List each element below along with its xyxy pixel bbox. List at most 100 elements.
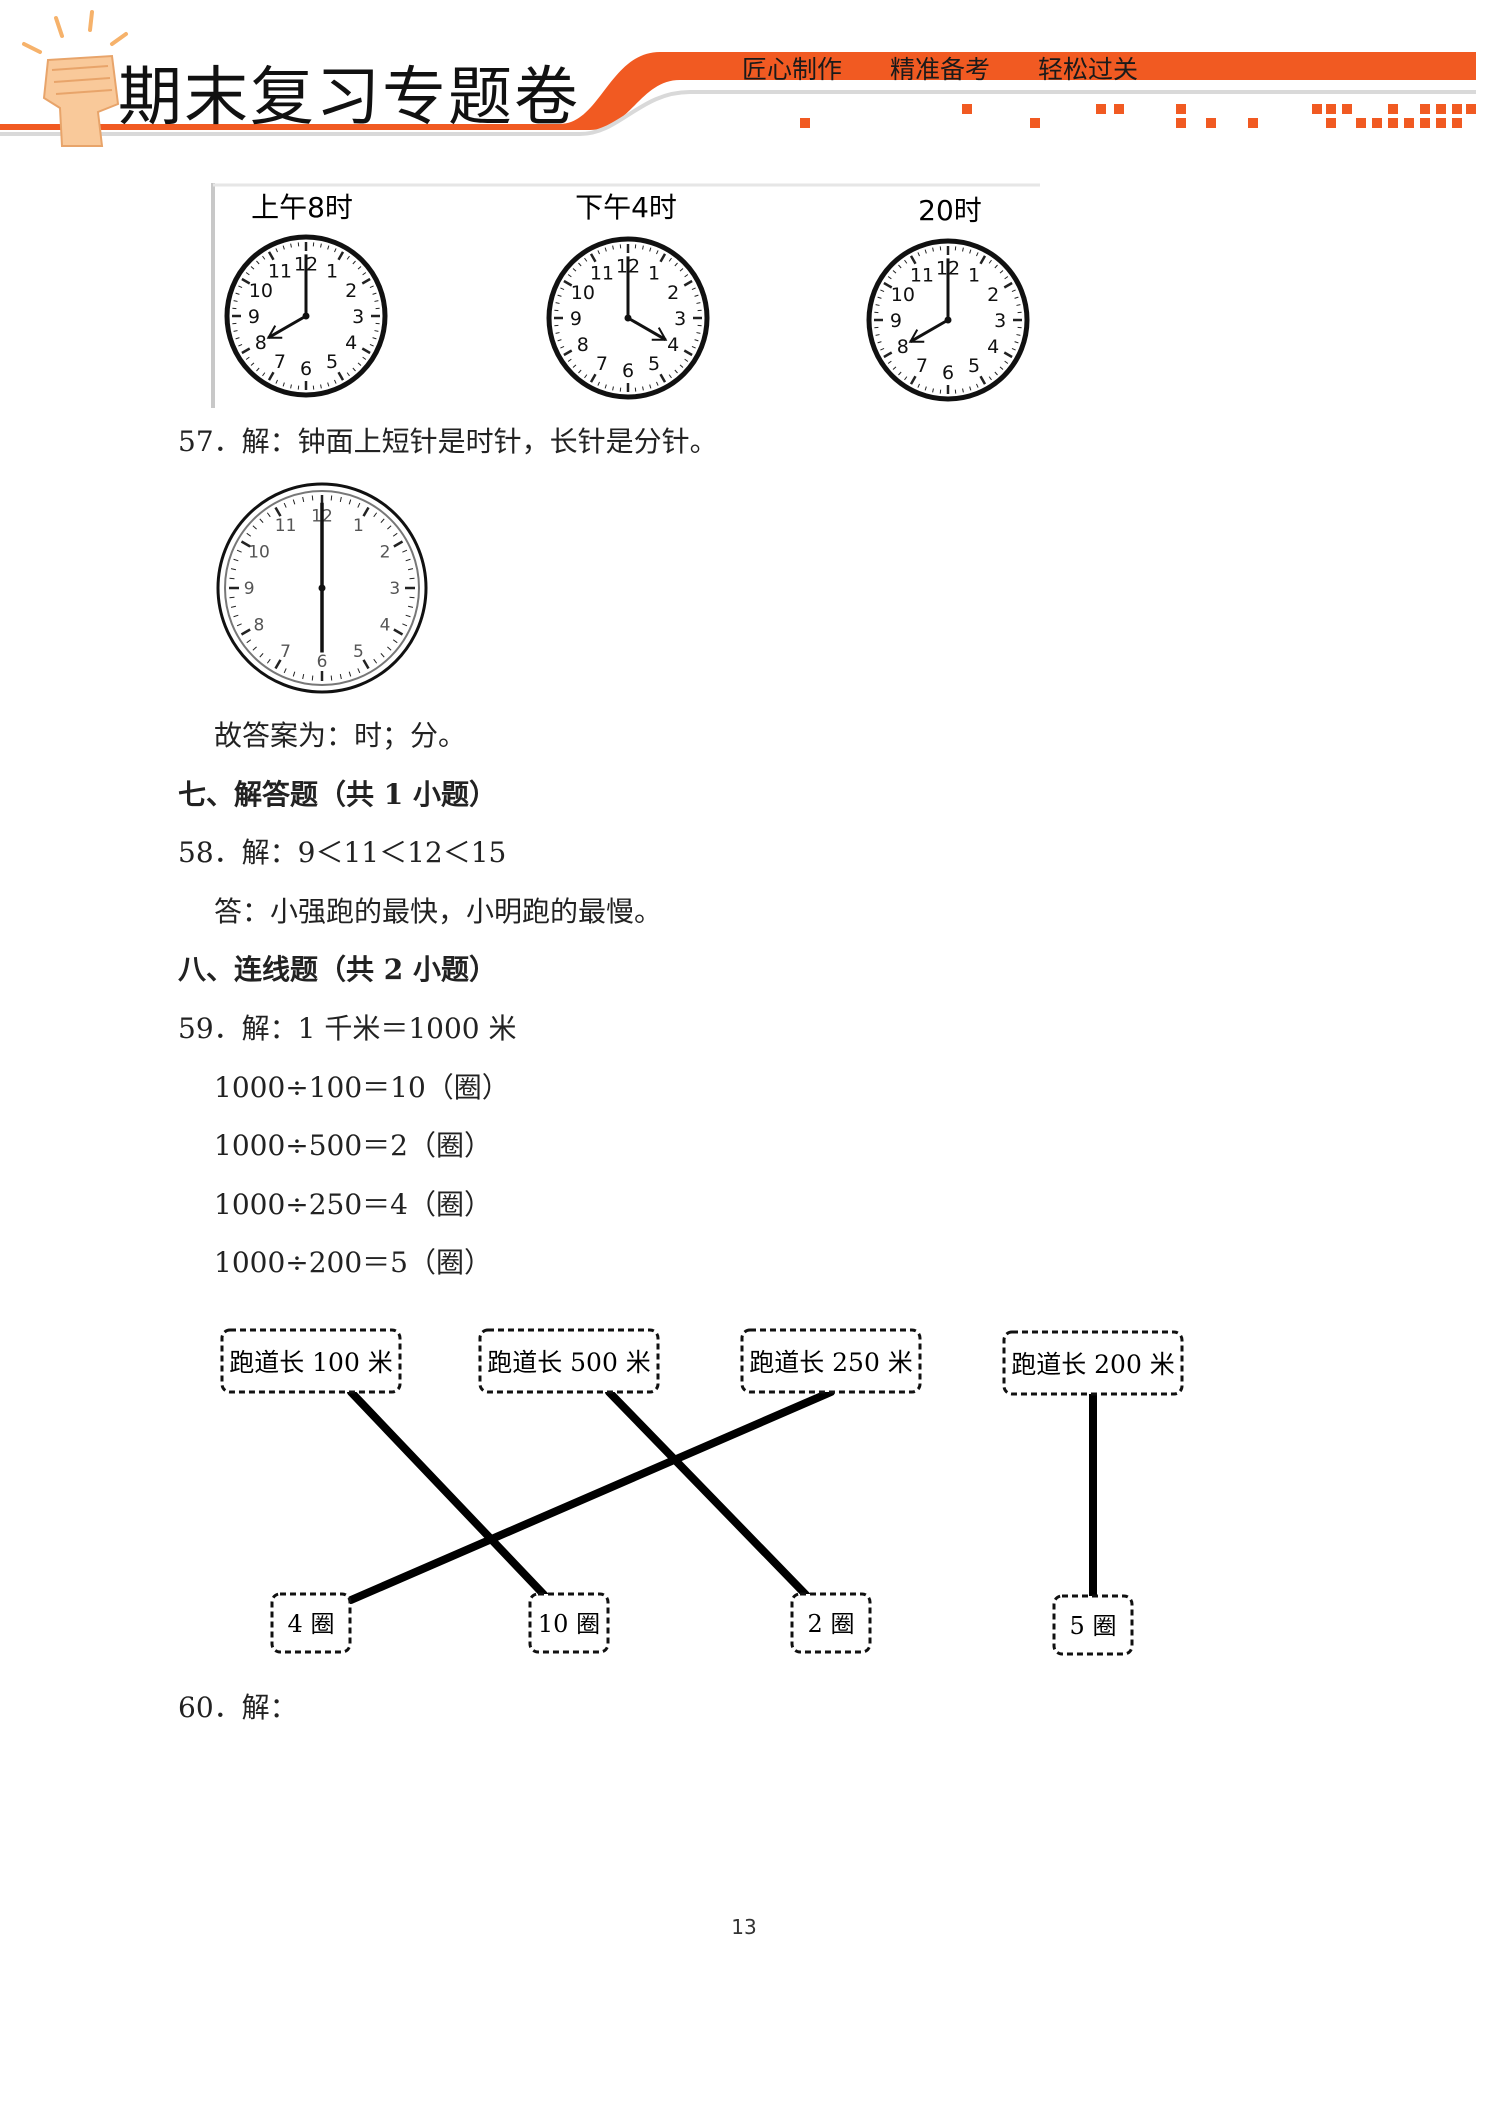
clock-tick xyxy=(917,383,920,388)
clock-tick xyxy=(988,376,992,381)
clock-tick xyxy=(555,332,560,334)
clock-tick xyxy=(924,249,927,254)
clock-tick xyxy=(683,349,693,357)
answer-clock: 121234567891011 xyxy=(212,478,432,698)
clock-numeral: 6 xyxy=(317,652,328,672)
clock-tick xyxy=(684,358,689,362)
clock-tick xyxy=(994,371,998,376)
clock-numeral: 11 xyxy=(275,516,297,536)
clock-tick xyxy=(656,250,659,255)
clock-tick xyxy=(1011,348,1016,351)
clock-tick xyxy=(393,540,404,548)
clock-tick xyxy=(380,653,385,658)
clock-tick xyxy=(252,646,257,651)
clock-numeral: 11 xyxy=(910,265,934,287)
clock-tick xyxy=(969,386,972,391)
clock-tick xyxy=(233,614,239,618)
clock-tick xyxy=(1003,351,1013,359)
fist-icon xyxy=(22,10,128,147)
clock-tick xyxy=(904,376,908,381)
clock-tick xyxy=(892,270,897,274)
clock-tick xyxy=(302,673,305,680)
clock-tick xyxy=(392,639,398,644)
q58-line: 58．解：9＜11＜12＜15 xyxy=(178,836,507,869)
clock-tick xyxy=(679,364,684,368)
clock-tick xyxy=(290,384,292,389)
clock-numeral: 1 xyxy=(968,265,980,287)
clock-tick xyxy=(994,264,998,269)
clock-numeral: 10 xyxy=(248,543,270,563)
clock-numeral: 8 xyxy=(897,336,909,358)
clock-numeral: 2 xyxy=(345,280,357,302)
clock-numeral: 5 xyxy=(353,642,364,662)
clock-tick xyxy=(674,369,678,374)
clock-numeral: 3 xyxy=(674,308,686,330)
clock-tick xyxy=(578,369,582,374)
clock-tick xyxy=(684,274,689,278)
clock-tick xyxy=(282,245,285,250)
clock-numeral: 9 xyxy=(244,579,255,599)
clock-tick xyxy=(361,347,371,355)
clock-tick xyxy=(235,292,240,295)
clock-tick xyxy=(642,245,644,250)
clock-numeral: 11 xyxy=(590,263,614,285)
match-top-label: 跑道长 100 米 xyxy=(229,1348,393,1377)
clock-tick xyxy=(904,259,908,264)
clock-center xyxy=(944,316,952,324)
clock-tick xyxy=(267,251,275,261)
clock-tick xyxy=(668,257,672,262)
clock-tick xyxy=(250,362,255,366)
clock-tick xyxy=(563,349,573,357)
header-pixel-decoration xyxy=(800,104,1476,128)
clock-tick xyxy=(604,384,607,389)
hour-hand-arrow xyxy=(651,327,668,341)
clock-tick xyxy=(369,344,374,347)
clock-tick xyxy=(560,346,565,349)
clock-tick xyxy=(883,351,893,359)
clock-tick xyxy=(275,379,278,384)
clock-tick xyxy=(1003,281,1013,289)
clock-tick xyxy=(233,558,239,562)
match-top-label: 跑道长 500 米 xyxy=(487,1348,651,1377)
header-tagline: 匠心制作 精准备考 轻松过关 xyxy=(742,50,1160,86)
clock-numeral: 5 xyxy=(648,353,660,375)
clock-tick xyxy=(696,302,701,304)
clock-tick xyxy=(362,659,370,670)
clock-tick xyxy=(924,386,927,391)
clock-tick xyxy=(275,248,278,253)
clock-tick xyxy=(877,341,882,344)
clock-tick xyxy=(372,292,377,295)
clock-tick xyxy=(233,300,238,302)
clock-numeral: 4 xyxy=(667,334,679,356)
clock-tick xyxy=(405,558,411,562)
clock-tick xyxy=(1014,341,1019,344)
clock-tick xyxy=(567,274,572,278)
clock-center xyxy=(302,312,310,320)
clock-tick xyxy=(274,659,282,670)
clock-tick xyxy=(311,495,314,501)
clock-tick xyxy=(357,668,361,674)
clock-tick xyxy=(346,372,350,377)
clock-tick xyxy=(962,247,964,252)
clock-tick xyxy=(334,379,337,384)
clock-tick xyxy=(302,496,305,503)
clock-tick xyxy=(380,518,385,523)
hour-hand xyxy=(267,314,307,340)
clock-numeral: 3 xyxy=(352,306,364,328)
clock-tick xyxy=(694,294,699,297)
clock-tick xyxy=(887,276,892,280)
clock-face-20h: 121234567891011 xyxy=(866,238,1030,402)
clock-tick xyxy=(877,296,882,299)
q59-step: 1000÷250＝4（圈） xyxy=(214,1188,492,1221)
clock-numeral: 5 xyxy=(968,355,980,377)
clock-tick xyxy=(557,294,562,297)
q60-line: 60．解： xyxy=(178,1691,298,1724)
matching-svg: 跑道长 100 米 跑道长 500 米 跑道长 250 米 跑道长 200 米 … xyxy=(220,1328,1184,1656)
q59-step: 1000÷500＝2（圈） xyxy=(214,1129,492,1162)
clock-numeral: 6 xyxy=(622,360,634,382)
clock-face-4pm: 121234567891011 xyxy=(546,236,710,400)
clock-tick xyxy=(887,360,892,364)
clock-tick xyxy=(999,366,1004,370)
clock-numeral: 8 xyxy=(254,616,265,636)
clock-tick xyxy=(696,332,701,334)
